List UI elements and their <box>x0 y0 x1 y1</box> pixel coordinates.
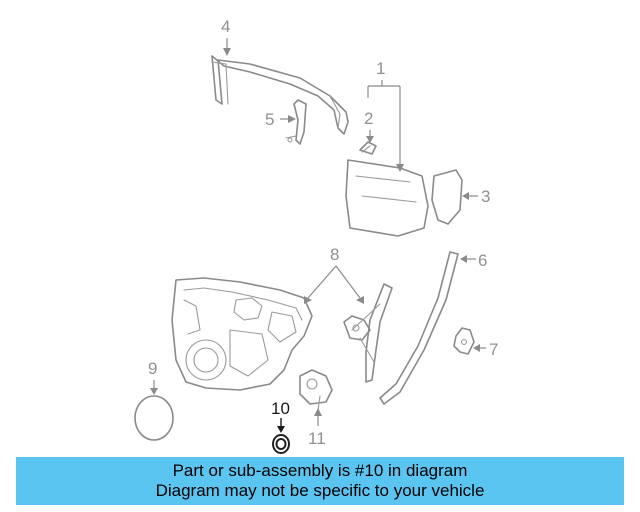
clip-part <box>359 141 377 155</box>
arrow-2 <box>366 136 374 143</box>
belt-strip-part <box>379 251 459 405</box>
leader-8a <box>307 265 337 299</box>
door-glass-part <box>345 159 429 237</box>
arrow-10 <box>277 426 285 433</box>
info-banner: Part or sub-assembly is #10 in diagram D… <box>16 457 624 505</box>
door-module-panel-part <box>171 277 313 391</box>
large-seal-part <box>134 395 174 441</box>
arrow-9 <box>150 388 158 395</box>
window-regulator-part <box>343 283 393 383</box>
latch-bracket-part <box>453 327 475 355</box>
callout-1: 1 <box>376 59 385 78</box>
banner-line-1: Part or sub-assembly is #10 in diagram <box>172 461 468 480</box>
arrow-5 <box>288 115 296 123</box>
arrow-8b <box>356 296 364 304</box>
callout-9: 9 <box>148 359 157 378</box>
arrow-11 <box>314 408 322 416</box>
quarter-glass-part <box>431 169 463 225</box>
callout-2: 2 <box>364 109 373 128</box>
banner-line-2: Diagram may not be specific to your vehi… <box>155 481 485 500</box>
run-channel-part <box>285 99 307 145</box>
window-frame-part <box>211 55 349 135</box>
callout-11: 11 <box>308 429 326 448</box>
callout-3: 3 <box>481 187 490 206</box>
grommet-part-highlighted <box>272 434 290 454</box>
leader-8b <box>335 265 361 299</box>
window-motor-part <box>299 369 333 411</box>
callout-10: 10 <box>271 399 290 418</box>
callout-5: 5 <box>265 110 274 129</box>
callout-7: 7 <box>489 340 498 359</box>
arrow-6 <box>460 255 467 263</box>
callout-8: 8 <box>330 245 339 264</box>
arrow-3 <box>462 192 469 200</box>
arrow-4 <box>223 48 231 56</box>
callout-4: 4 <box>221 17 230 36</box>
arrow-7 <box>473 344 480 352</box>
callout-6: 6 <box>478 251 487 270</box>
